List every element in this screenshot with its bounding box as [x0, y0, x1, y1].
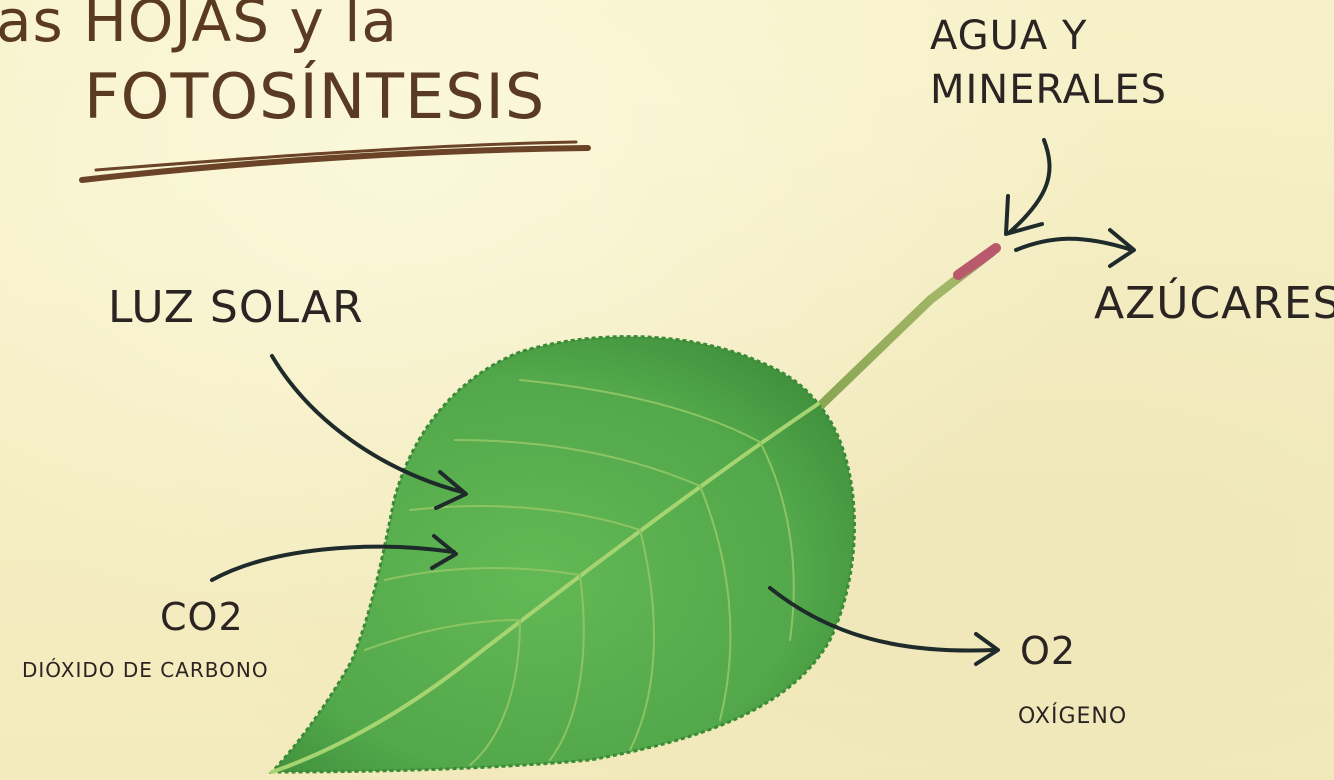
leaf-icon	[272, 337, 854, 772]
leaf-stem	[818, 248, 996, 408]
label-sugars: AZÚCARES	[1094, 282, 1334, 326]
label-o2-formula: O2	[1020, 632, 1076, 670]
label-water-line-2: MINERALES	[930, 70, 1167, 110]
arrow-stem-to-sugars	[1016, 230, 1134, 266]
label-o2-name: OXÍGENO	[1018, 706, 1127, 728]
arrow-water-to-stem	[1006, 140, 1050, 234]
label-sunlight: LUZ SOLAR	[108, 286, 364, 330]
title-underline	[82, 142, 588, 180]
label-water-line-1: AGUA Y	[930, 16, 1087, 56]
label-co2-name: DIÓXIDO DE CARBONO	[22, 660, 269, 680]
label-co2-formula: CO2	[160, 598, 244, 636]
